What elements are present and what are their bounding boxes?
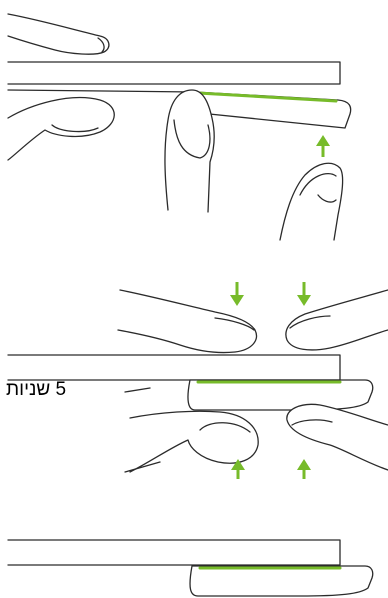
step2-lower-right-finger: [287, 404, 388, 470]
step1-arrow-up-icon: [316, 135, 330, 157]
step3-device-body: [8, 540, 340, 565]
step1-middle-finger: [165, 90, 214, 212]
step1-top-thumb: [8, 14, 109, 54]
step2-device-plate: [188, 380, 373, 410]
step-1-illustration: [8, 14, 351, 240]
step2-duration-label: 5 שניות: [6, 379, 66, 401]
step2-arrow-down-right-icon: [297, 282, 311, 306]
step1-green-strip: [198, 93, 336, 101]
step2-arrow-up-right-icon: [297, 459, 311, 479]
step3-device-plate: [190, 566, 373, 596]
step-3-illustration: [8, 540, 373, 596]
step1-device-body: [8, 62, 340, 84]
step1-left-finger: [8, 98, 114, 160]
step2-device-body: [8, 355, 340, 380]
step2-arrow-down-left-icon: [230, 282, 244, 306]
